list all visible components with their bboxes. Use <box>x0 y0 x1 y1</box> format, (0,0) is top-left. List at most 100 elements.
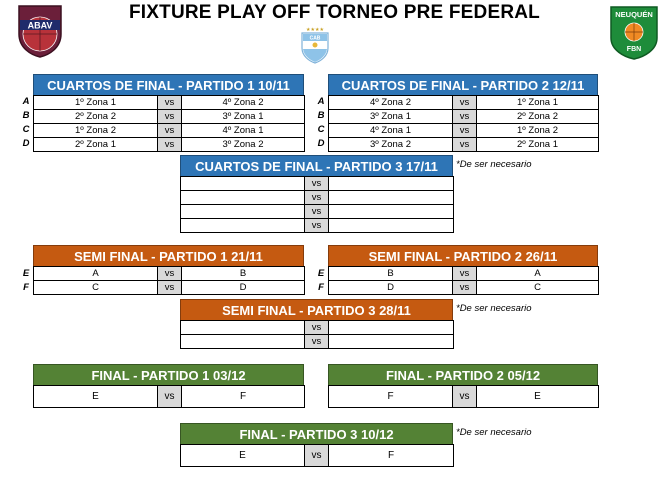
table-row: vs <box>180 334 454 349</box>
home-team <box>180 190 305 205</box>
away-team <box>328 204 454 219</box>
table-row: vs <box>180 218 454 233</box>
away-team: F <box>328 444 454 467</box>
home-team <box>180 334 305 349</box>
final-p3-header: FINAL - PARTIDO 3 10/12 <box>180 423 453 445</box>
home-team: 3º Zona 2 <box>328 137 453 152</box>
page-title: FIXTURE PLAY OFF TORNEO PRE FEDERAL <box>129 2 540 23</box>
home-team: E <box>33 385 158 408</box>
home-team: 2º Zona 2 <box>33 109 158 124</box>
home-team: D <box>328 280 453 295</box>
semi-p3-table: vs vs <box>180 320 454 349</box>
away-team: 1º Zona 2 <box>476 123 599 138</box>
vs-cell: vs <box>157 95 182 110</box>
note-optional: *De ser necesario <box>456 427 532 438</box>
svg-text:★★★★: ★★★★ <box>306 27 324 33</box>
vs-cell: vs <box>452 95 477 110</box>
note-optional: *De ser necesario <box>456 303 532 314</box>
vs-cell: vs <box>304 320 329 335</box>
row-label: A <box>317 96 325 107</box>
cab-logo: ★★★★ CAB <box>301 27 329 64</box>
table-row: vs <box>180 176 454 191</box>
vs-cell: vs <box>452 137 477 152</box>
away-team: C <box>476 280 599 295</box>
vs-cell: vs <box>452 266 477 281</box>
fbn-logo-bottom: FBN <box>627 46 641 53</box>
home-team <box>180 320 305 335</box>
vs-cell: vs <box>452 123 477 138</box>
row-label: A <box>22 96 30 107</box>
row-label: D <box>22 138 30 149</box>
vs-cell: vs <box>304 218 329 233</box>
row-label: C <box>317 124 325 135</box>
vs-cell: vs <box>157 109 182 124</box>
note-optional: *De ser necesario <box>456 159 532 170</box>
home-team: B <box>328 266 453 281</box>
away-team <box>328 320 454 335</box>
row-label: F <box>23 282 29 293</box>
vs-cell: vs <box>304 334 329 349</box>
table-row: vs <box>180 190 454 205</box>
away-team: E <box>476 385 599 408</box>
vs-cell: vs <box>157 280 182 295</box>
row-label: B <box>22 110 30 121</box>
vs-cell: vs <box>304 444 329 467</box>
table-row: vs <box>180 320 454 335</box>
away-team: D <box>181 280 305 295</box>
home-team <box>180 218 305 233</box>
away-team: A <box>476 266 599 281</box>
vs-cell: vs <box>452 109 477 124</box>
away-team: 2º Zona 2 <box>476 109 599 124</box>
abav-logo-text: ABAV <box>28 21 53 31</box>
row-label: D <box>317 138 325 149</box>
cuartos-p3-table: vs vs vs vs <box>180 176 454 233</box>
away-team <box>328 218 454 233</box>
row-label: E <box>317 268 325 279</box>
final-p2-header: FINAL - PARTIDO 2 05/12 <box>328 364 598 386</box>
table-row: vs <box>180 204 454 219</box>
semi-p2-header: SEMI FINAL - PARTIDO 2 26/11 <box>328 245 598 267</box>
away-team: 1º Zona 1 <box>476 95 599 110</box>
vs-cell: vs <box>452 280 477 295</box>
cuartos-p3-header: CUARTOS DE FINAL - PARTIDO 3 17/11 <box>180 155 453 177</box>
away-team <box>328 176 454 191</box>
home-team: E <box>180 444 305 467</box>
cuartos-p1-header: CUARTOS DE FINAL - PARTIDO 1 10/11 <box>33 74 304 96</box>
away-team: 4º Zona 1 <box>181 123 305 138</box>
vs-cell: vs <box>304 176 329 191</box>
cab-logo-text: CAB <box>310 36 321 42</box>
vs-cell: vs <box>452 385 477 408</box>
vs-cell: vs <box>304 204 329 219</box>
home-team: 2º Zona 1 <box>33 137 158 152</box>
vs-cell: vs <box>157 266 182 281</box>
away-team: 3º Zona 2 <box>181 137 305 152</box>
home-team <box>180 176 305 191</box>
away-team <box>328 190 454 205</box>
home-team <box>180 204 305 219</box>
away-team: 2º Zona 1 <box>476 137 599 152</box>
vs-cell: vs <box>157 137 182 152</box>
vs-cell: vs <box>157 123 182 138</box>
away-team: F <box>181 385 305 408</box>
row-label: C <box>22 124 30 135</box>
row-label: E <box>22 268 30 279</box>
fbn-logo-top: NEUQUÉN <box>615 10 653 19</box>
